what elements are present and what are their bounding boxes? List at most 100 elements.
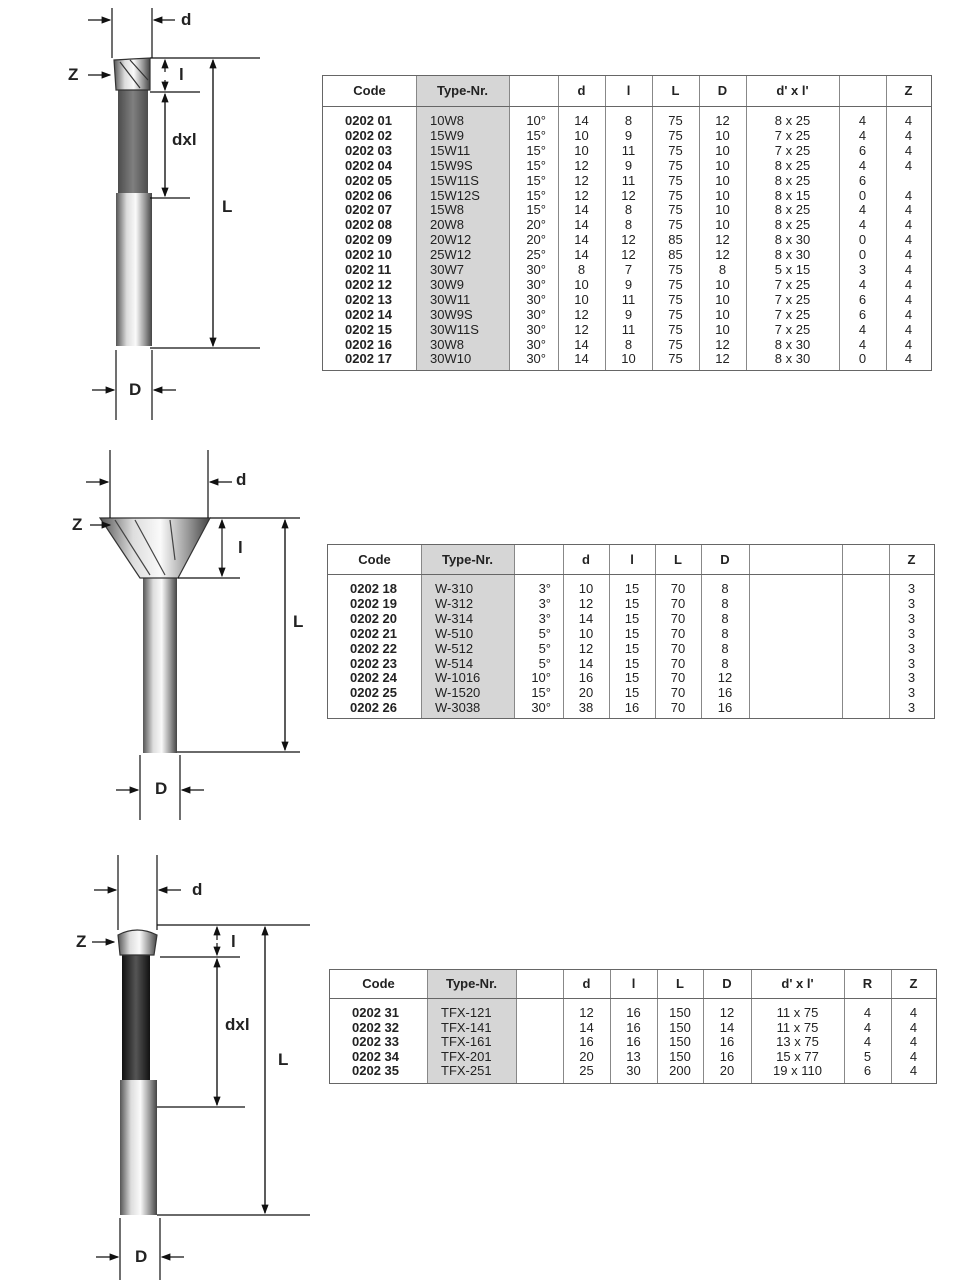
column-divider	[842, 545, 843, 718]
dim-label-d: d	[181, 10, 192, 29]
column-divider	[889, 545, 890, 718]
cell-D: 8	[718, 262, 727, 277]
dim-label-d: d	[192, 880, 203, 899]
column-header-l: l	[630, 551, 634, 567]
cell-l: 13	[626, 1048, 641, 1064]
cell-code: 0202 05	[345, 172, 392, 188]
cell-type: W-312	[435, 595, 474, 611]
cell-code: 0202 04	[345, 157, 392, 173]
cell-code: 0202 15	[345, 321, 392, 337]
column-divider	[657, 970, 658, 1083]
cell-z: 4	[904, 187, 913, 203]
tool-3-drawing	[92, 855, 310, 1280]
cell-d: 14	[574, 336, 589, 352]
cell-l: 11	[621, 321, 636, 337]
column-divider	[746, 76, 747, 370]
column-divider	[655, 545, 656, 718]
cell-angle: 15°	[526, 142, 546, 158]
cell-type: W-514	[435, 655, 474, 671]
cell-type: W-314	[435, 610, 474, 626]
cell-D: 12	[717, 670, 733, 686]
cell-d: 14	[574, 113, 589, 128]
cell-d: 12	[574, 321, 589, 337]
cell-D: 10	[715, 276, 730, 292]
cell-angle: 5°	[538, 625, 551, 641]
cell-code: 0202 21	[350, 625, 397, 641]
tool-2-drawing	[86, 450, 300, 820]
cell-D: 10	[715, 202, 730, 218]
cell-l: 15	[624, 670, 640, 686]
dim-label-D: D	[155, 779, 168, 798]
column-divider	[605, 76, 606, 370]
cell-L: 75	[668, 351, 683, 367]
cell-D: 8	[721, 625, 729, 641]
cell-D: 10	[715, 127, 730, 143]
cell-r: 4	[858, 127, 867, 143]
cell-L: 200	[669, 1063, 691, 1079]
cell-l: 9	[624, 276, 633, 292]
cell-r: 4	[858, 217, 867, 233]
cell-angle: 10°	[531, 670, 551, 686]
cell-d: 20	[579, 1048, 594, 1064]
cell-D: 8	[721, 655, 729, 671]
cell-l: 15	[624, 655, 640, 671]
column-header-code: Code	[358, 551, 391, 567]
cell-z: 4	[904, 232, 913, 248]
cell-dl: 8 x 30	[774, 351, 811, 367]
cell-code: 0202 16	[345, 336, 392, 352]
cell-angle: 30°	[526, 291, 546, 307]
cell-l: 16	[626, 1005, 641, 1020]
cell-type: W-1520	[435, 685, 481, 701]
cell-l: 15	[624, 595, 640, 611]
cell-r: 4	[858, 157, 867, 173]
cell-dl: 8 x 30	[774, 336, 811, 352]
header-divider	[323, 106, 931, 107]
cell-angle: 30°	[526, 276, 546, 292]
cell-type: W-3038	[435, 700, 481, 716]
cell-code: 0202 06	[345, 187, 392, 203]
cell-d: 10	[574, 127, 589, 143]
cell-angle: 15°	[526, 127, 546, 143]
cell-dl: 7 x 25	[774, 306, 811, 322]
dim-label-D: D	[135, 1247, 148, 1266]
cell-type: TFX-121	[441, 1005, 492, 1020]
cell-type: 10W8	[430, 113, 464, 128]
cell-r: 0	[858, 232, 867, 248]
column-header-z: Z	[909, 976, 918, 991]
cell-angle: 30°	[526, 351, 546, 367]
column-divider	[421, 545, 515, 718]
cell-angle: 15°	[526, 187, 546, 203]
cell-D: 16	[719, 1034, 735, 1050]
cell-z: 3	[907, 700, 916, 716]
cell-dl: 8 x 30	[774, 232, 811, 248]
cell-L: 75	[668, 202, 683, 218]
cell-angle: 30°	[526, 321, 546, 337]
cell-z: 3	[907, 595, 916, 611]
cell-d: 14	[578, 655, 594, 671]
cell-d: 12	[579, 1005, 594, 1020]
cell-D: 10	[715, 291, 730, 307]
cell-L: 70	[670, 640, 686, 656]
cell-L: 70	[670, 700, 686, 716]
cell-z: 4	[904, 217, 913, 233]
column-divider	[701, 545, 702, 718]
cell-d: 14	[574, 232, 589, 248]
column-header-l: l	[631, 976, 636, 991]
cell-z: 4	[904, 321, 913, 337]
cell-d: 14	[574, 351, 589, 367]
cell-r: 3	[858, 262, 867, 277]
dim-label-z: Z	[76, 932, 87, 951]
cell-r: 0	[858, 187, 867, 203]
cell-L: 75	[668, 157, 683, 173]
column-header-d: d	[582, 976, 591, 991]
cell-angle: 15°	[526, 202, 546, 218]
cell-code: 0202 33	[352, 1034, 399, 1050]
cell-z: 4	[904, 336, 913, 352]
cell-D: 8	[721, 640, 729, 656]
cell-d: 10	[578, 625, 594, 641]
cell-L: 150	[669, 1048, 691, 1064]
cell-z: 3	[907, 640, 916, 656]
cell-angle: 20°	[526, 232, 546, 248]
cell-dl: 8 x 25	[774, 172, 811, 188]
dim-label-L: L	[278, 1050, 289, 1069]
